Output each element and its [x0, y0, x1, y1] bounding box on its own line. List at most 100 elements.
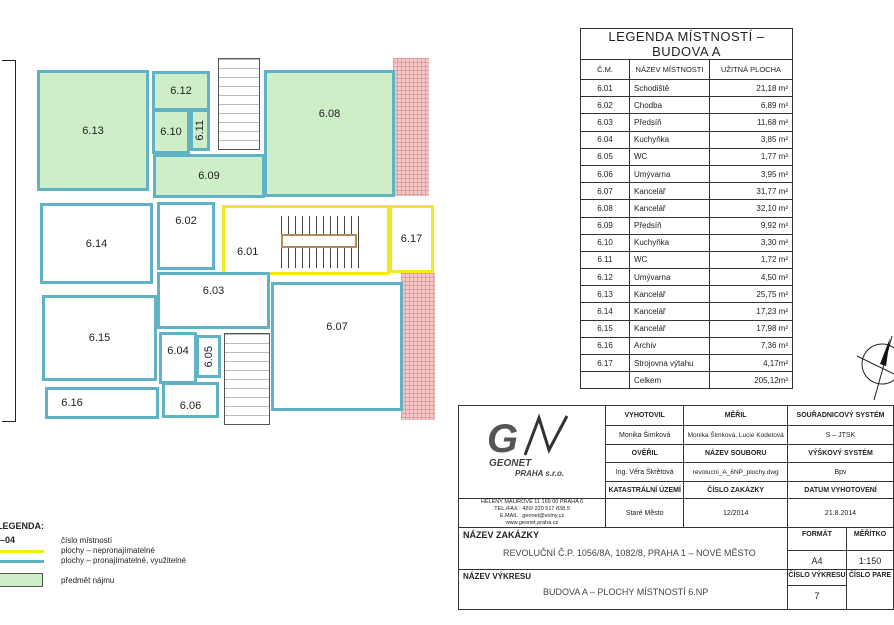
header-area: UŽITNÁ PLOCHA: [709, 59, 793, 80]
room-number: 6.09: [580, 216, 630, 235]
room-label: 6.14: [85, 237, 108, 250]
room-area: 21,18 m²: [709, 78, 793, 98]
room-number: 6.03: [580, 113, 630, 132]
room-label: 6.13: [82, 124, 104, 137]
pare-cell: ČÍSLO PARE: [846, 569, 894, 610]
room-area: 32,10 m²: [709, 199, 793, 218]
label-vykres: NÁZEV VÝKRESU: [463, 572, 532, 581]
room-name: Kancelář: [629, 199, 710, 218]
room-6-08: 6.08: [264, 70, 395, 197]
value-vyskovy: Bpv: [787, 462, 894, 482]
room-name: Schodiště: [629, 78, 710, 98]
room-area: 6,89 m²: [709, 96, 793, 115]
label-zakazka: NÁZEV ZAKÁZKY: [463, 530, 539, 540]
room-6-17: 6.17: [389, 205, 434, 273]
room-label: 6.07: [326, 320, 348, 333]
legend-green-swatch: [0, 573, 43, 587]
room-area: 17,98 m²: [709, 319, 793, 338]
value-datum: 21.8.2014: [787, 498, 894, 528]
value-format: A4: [788, 550, 846, 566]
label-format: FORMÁT: [802, 531, 832, 538]
email: E.MAIL : geonet@volny.cz: [499, 513, 565, 519]
north-arrow-icon: [856, 335, 894, 401]
room-name: Kancelář: [629, 302, 710, 321]
label-pare: ČÍSLO PARE: [848, 572, 892, 579]
value-meril: Monika Šimková, Lucie Kodetová: [683, 425, 788, 445]
vykres-cell: NÁZEV VÝKRESU BUDOVA A – PLOCHY MÍSTNOST…: [458, 569, 788, 610]
svg-text:GEONET: GEONET: [489, 458, 532, 469]
geonet-logo-icon: G GEONET PRAHA s.r.o.: [487, 413, 569, 478]
room-number: 6.06: [580, 164, 630, 184]
room-number: 6.01: [580, 78, 630, 98]
value-vykres: BUDOVA A – PLOCHY MÍSTNOSTÍ 6.NP: [543, 587, 709, 597]
room-6-14: 6.14: [40, 203, 153, 284]
room-6-02: 6.02: [157, 202, 215, 270]
room-number: 6.14: [580, 302, 630, 321]
legend-item-room-number: číslo místností: [61, 536, 113, 545]
legend-item-rentable: plochy – pronajímatelné, využitelné: [61, 556, 186, 565]
value-zakazka-no: 12/2014: [683, 498, 788, 528]
room-number: 6.13: [580, 285, 630, 304]
label-vyskovy: VÝŠKOVÝ SYSTÉM: [787, 444, 894, 463]
legend-item-lease: předmět nájmu: [61, 576, 115, 585]
room-label: 6.04: [167, 345, 189, 357]
room-6-11: 6.11: [190, 109, 210, 151]
room-area: 17,23 m²: [709, 302, 793, 321]
room-label: 6.02: [175, 215, 197, 227]
room-number: 6.10: [580, 233, 630, 252]
room-area: 25,75 m²: [709, 285, 793, 304]
legend-item-non-rentable: plochy – nepronajímatelné: [61, 546, 155, 555]
room-name: Kancelář: [629, 285, 710, 304]
room-name: Archiv: [629, 336, 710, 356]
stair-shaft-bottom: [224, 333, 270, 425]
label-system: SOUŘADNICOVÝ SYSTÉM: [787, 405, 894, 426]
room-label: 6.03: [202, 284, 225, 297]
company-logo-cell: G GEONET PRAHA s.r.o.: [458, 405, 606, 499]
room-area: 9,92 m²: [709, 216, 793, 235]
room-legend-title: LEGENDA MÍSTNOSTÍ – BUDOVA A: [580, 28, 793, 60]
phone: TEL./FAX : 420/ 220 517 838.9: [494, 506, 570, 512]
label-soubor: NÁZEV SOUBORU: [683, 444, 788, 463]
room-name: Strojovna výtahu: [629, 353, 710, 373]
room-name: Umývarna: [629, 268, 710, 287]
header-name: NÁZEV MÍSTNOSTI: [629, 59, 710, 80]
legend-blue-line: [0, 560, 44, 563]
room-6-07: 6.07: [271, 282, 403, 411]
value-katastr: Staré Město: [604, 498, 685, 528]
room-6-16: 6.16: [45, 387, 159, 419]
room-area: 3,95 m²: [709, 164, 793, 184]
room-number: 6.07: [580, 182, 630, 201]
room-area: 1,77 m²: [709, 147, 793, 166]
room-number: 6.12: [580, 268, 630, 287]
stair-shaft-top: [218, 58, 260, 150]
room-name: Umývarna: [629, 164, 710, 184]
vykres-no-cell: ČÍSLO VÝKRESU 7: [787, 569, 847, 610]
meritko-cell: MĚŘÍTKO 1:150: [846, 527, 894, 570]
room-area: 4,50 m²: [709, 268, 793, 287]
room-number: 6.02: [580, 96, 630, 115]
value-meritko: 1:150: [847, 550, 893, 566]
room-6-03: 6.03: [157, 272, 270, 329]
room-name: WC: [629, 250, 710, 270]
room-label: 6.17: [400, 233, 423, 245]
svg-text:PRAHA s.r.o.: PRAHA s.r.o.: [515, 469, 564, 478]
value-overil: Ing. Věra Škrětová: [604, 462, 685, 482]
room-name: WC: [629, 147, 710, 166]
value-system: S – JTSK: [787, 425, 894, 445]
room-area: 1,72 m²: [709, 250, 793, 270]
label-meril: MĚŘIL: [683, 405, 788, 426]
value-zakazka: REVOLUČNÍ Č.P. 1056/8A, 1082/8, PRAHA 1 …: [503, 548, 756, 558]
room-number: 6.16: [580, 336, 630, 356]
room-6-09: 6.09: [153, 154, 265, 198]
room-name: Předsíň: [629, 216, 710, 235]
